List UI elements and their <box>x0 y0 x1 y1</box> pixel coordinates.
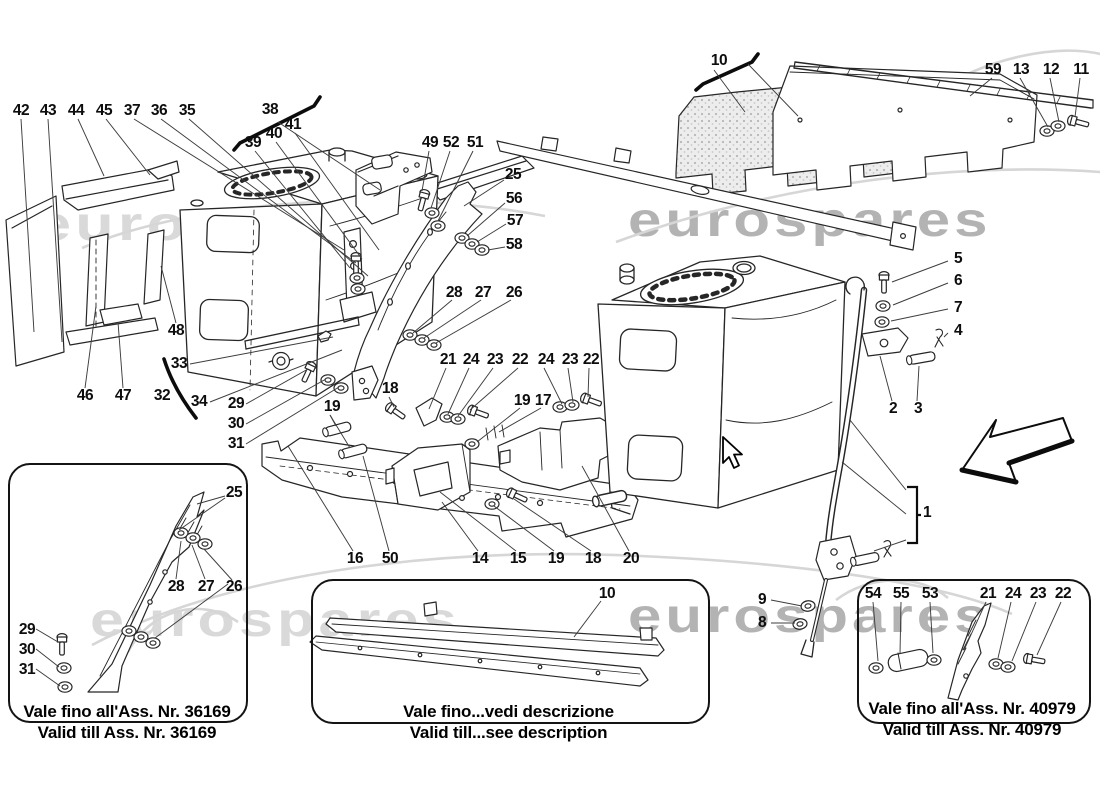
caption-early-line1: Vale fino all'Ass. Nr. 36169 <box>23 702 231 721</box>
support-bracket-25 <box>351 181 483 401</box>
caption-description-line1: Vale fino...vedi descrizione <box>403 702 614 721</box>
support-bar <box>244 316 360 371</box>
caption-description: Vale fino...vedi descrizione Valid till.… <box>311 701 706 743</box>
channel-bracket <box>385 443 471 511</box>
right-fuel-tank <box>597 255 846 515</box>
heat-shield-panel <box>772 65 1038 191</box>
leader-lines <box>20 63 1081 687</box>
rod-assembly <box>791 271 944 658</box>
left-shield-panels <box>5 155 535 367</box>
caption-late: Vale fino all'Ass. Nr. 40979 Valid till … <box>855 698 1089 740</box>
top-rail <box>793 61 1094 109</box>
caption-late-line1: Vale fino all'Ass. Nr. 40979 <box>868 699 1076 718</box>
left-fuel-tank <box>179 147 439 397</box>
box3-parts <box>868 602 1047 701</box>
caption-early: Vale fino all'Ass. Nr. 36169 Valid till … <box>6 701 248 743</box>
caption-early-line2: Valid till Ass. Nr. 36169 <box>37 723 217 742</box>
item1-bracket <box>907 485 921 545</box>
validity-box-late <box>857 579 1091 724</box>
box2-rails <box>309 601 665 687</box>
direction-arrow <box>959 417 1075 485</box>
small-bracket-21 <box>415 397 443 427</box>
validity-box-description <box>311 579 710 724</box>
box1-bracket <box>56 491 213 693</box>
group-indicator-lines <box>162 52 760 420</box>
mid-rail <box>496 136 917 251</box>
caption-late-line2: Valid till Ass. Nr. 40979 <box>882 720 1062 739</box>
validity-box-early <box>8 463 248 723</box>
caption-description-line2: Valid till...see description <box>409 723 608 742</box>
watermark-bottom-right: eurospares <box>628 588 992 643</box>
